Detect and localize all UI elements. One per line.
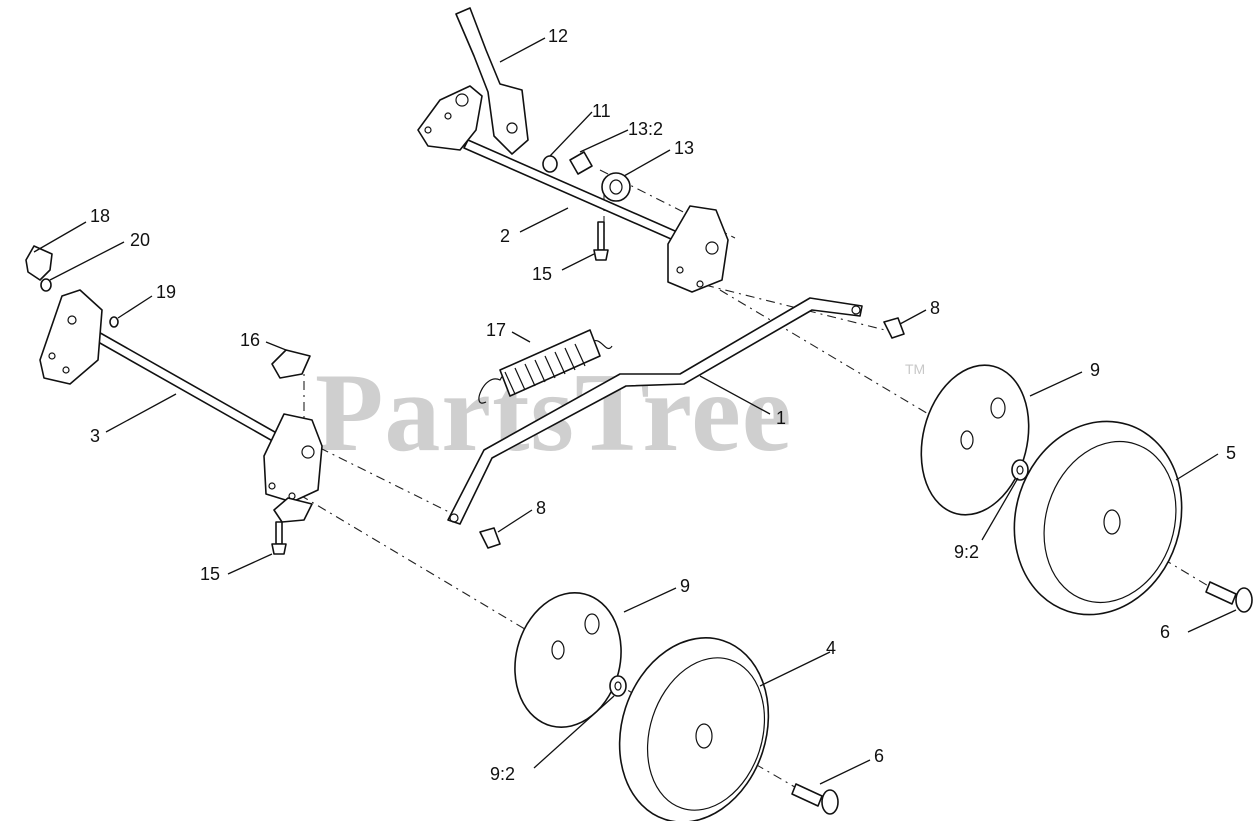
wheel-5 <box>1013 420 1183 616</box>
callout-9-2-lower: 9:2 <box>490 764 515 784</box>
callout-19: 19 <box>156 282 176 302</box>
callout-20: 20 <box>130 230 150 250</box>
callout-9-upper: 9 <box>1090 360 1100 380</box>
callout-2: 2 <box>500 226 510 246</box>
wheel-4 <box>618 637 770 821</box>
callout-15-lower: 15 <box>200 564 220 584</box>
callout-16: 16 <box>240 330 260 350</box>
axle-bolt-6-upper <box>1205 581 1253 613</box>
callout-12: 12 <box>548 26 568 46</box>
spring-17 <box>478 329 613 404</box>
washer-9-2-upper <box>1011 459 1029 481</box>
hubcap-9-upper <box>920 364 1030 516</box>
front-height-shaft <box>39 289 323 503</box>
callout-15-upper: 15 <box>532 264 552 284</box>
bushing-13 <box>601 172 631 202</box>
watermark-tm: TM <box>905 361 925 377</box>
bracket-16-lower <box>273 497 313 523</box>
callout-8-upper: 8 <box>930 298 940 318</box>
callout-1: 1 <box>776 408 786 428</box>
height-adjust-lever <box>455 7 529 155</box>
callout-17: 17 <box>486 320 506 340</box>
callout-labels: 12 11 13:2 13 2 15 18 20 19 16 17 8 1 9 … <box>90 26 1236 784</box>
spacer-11 <box>542 155 558 173</box>
bolt-8-upper <box>883 317 905 339</box>
watermark: PartsTree TM <box>315 351 925 475</box>
callout-4: 4 <box>826 638 836 658</box>
bracket-16 <box>271 349 311 379</box>
bolt-15-lower <box>271 521 287 555</box>
callout-8-lower: 8 <box>536 498 546 518</box>
callout-3: 3 <box>90 426 100 446</box>
callout-9-2-upper: 9:2 <box>954 542 979 562</box>
callout-5: 5 <box>1226 443 1236 463</box>
callout-13: 13 <box>674 138 694 158</box>
plate-18 <box>25 245 53 281</box>
axle-bolt-6-lower <box>791 783 839 815</box>
bolt-15-upper <box>593 221 609 261</box>
hubcap-9-lower <box>514 592 622 728</box>
front-right-bracket <box>263 413 323 503</box>
callout-9-lower: 9 <box>680 576 690 596</box>
washer-20 <box>40 278 52 292</box>
callout-18: 18 <box>90 206 110 226</box>
link-rod-1 <box>447 297 863 525</box>
callout-6-upper: 6 <box>1160 622 1170 642</box>
bolt-19 <box>109 316 119 328</box>
rear-height-shaft <box>417 85 729 293</box>
rear-right-bracket <box>667 205 729 293</box>
callout-6-lower: 6 <box>874 746 884 766</box>
front-left-bracket <box>39 289 103 385</box>
bushing-13-2 <box>569 151 593 175</box>
callout-11: 11 <box>592 101 611 121</box>
bolt-8-lower <box>479 527 501 549</box>
leader-lines <box>33 37 1237 785</box>
callout-13-2: 13:2 <box>628 119 663 139</box>
washer-9-2-lower <box>609 675 627 697</box>
